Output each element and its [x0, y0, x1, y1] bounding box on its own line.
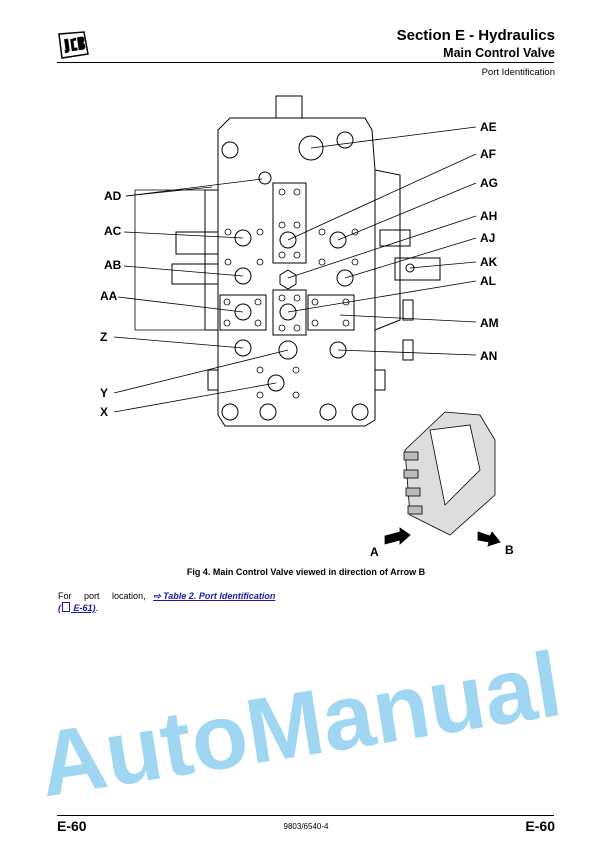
arrow-a-label: A — [370, 545, 379, 559]
page-e61-link[interactable]: ( E-61) — [58, 602, 96, 613]
page-number-right: E-60 — [525, 818, 555, 834]
watermark: AutoManual — [32, 633, 568, 817]
port-label: Z — [100, 330, 107, 344]
topic-title: Port Identification — [481, 67, 555, 78]
document-number: 9803/6540-4 — [283, 822, 329, 831]
section-title: Section E - Hydraulics — [396, 27, 555, 44]
port-label: AH — [480, 209, 497, 223]
port-label: AA — [100, 289, 118, 303]
port-label: AF — [480, 147, 496, 161]
page-link-text: ( E-61) — [58, 602, 96, 613]
valve-inset-illustration — [384, 411, 501, 547]
port-label: AM — [480, 316, 499, 330]
page-number-left: E-60 — [57, 818, 87, 834]
table-2-link[interactable]: ⇨ Table 2. Port Identification — [153, 591, 276, 601]
port-label: Y — [100, 386, 108, 400]
port-label: AE — [480, 120, 497, 134]
port-label: AK — [480, 255, 498, 269]
port-location-paragraph: For port location, ⇨ Table 2. Port Ident… — [58, 590, 328, 614]
valve-diagram: AD AC AB AA Z Y X AE AF AG AH AJ AK AL A… — [100, 95, 514, 559]
port-label: AC — [104, 224, 122, 238]
body-text: For — [58, 591, 72, 601]
page-icon — [62, 602, 70, 612]
figure-caption: Fig 4. Main Control Valve viewed in dire… — [186, 567, 426, 577]
arrow-b-label: B — [505, 543, 514, 557]
port-label: AD — [104, 189, 122, 203]
port-label: AN — [480, 349, 497, 363]
footer-rule — [57, 815, 554, 816]
subsection-title: Main Control Valve — [443, 46, 555, 60]
body-text: port — [84, 591, 100, 601]
jcb-logo — [58, 31, 89, 59]
port-label: X — [100, 405, 108, 419]
port-label: AL — [480, 274, 496, 288]
body-text: location, — [112, 591, 146, 601]
body-text: . — [95, 603, 99, 613]
header-rule — [57, 62, 554, 63]
port-label: AG — [480, 176, 498, 190]
port-label: AJ — [480, 231, 495, 245]
port-label: AB — [104, 258, 122, 272]
